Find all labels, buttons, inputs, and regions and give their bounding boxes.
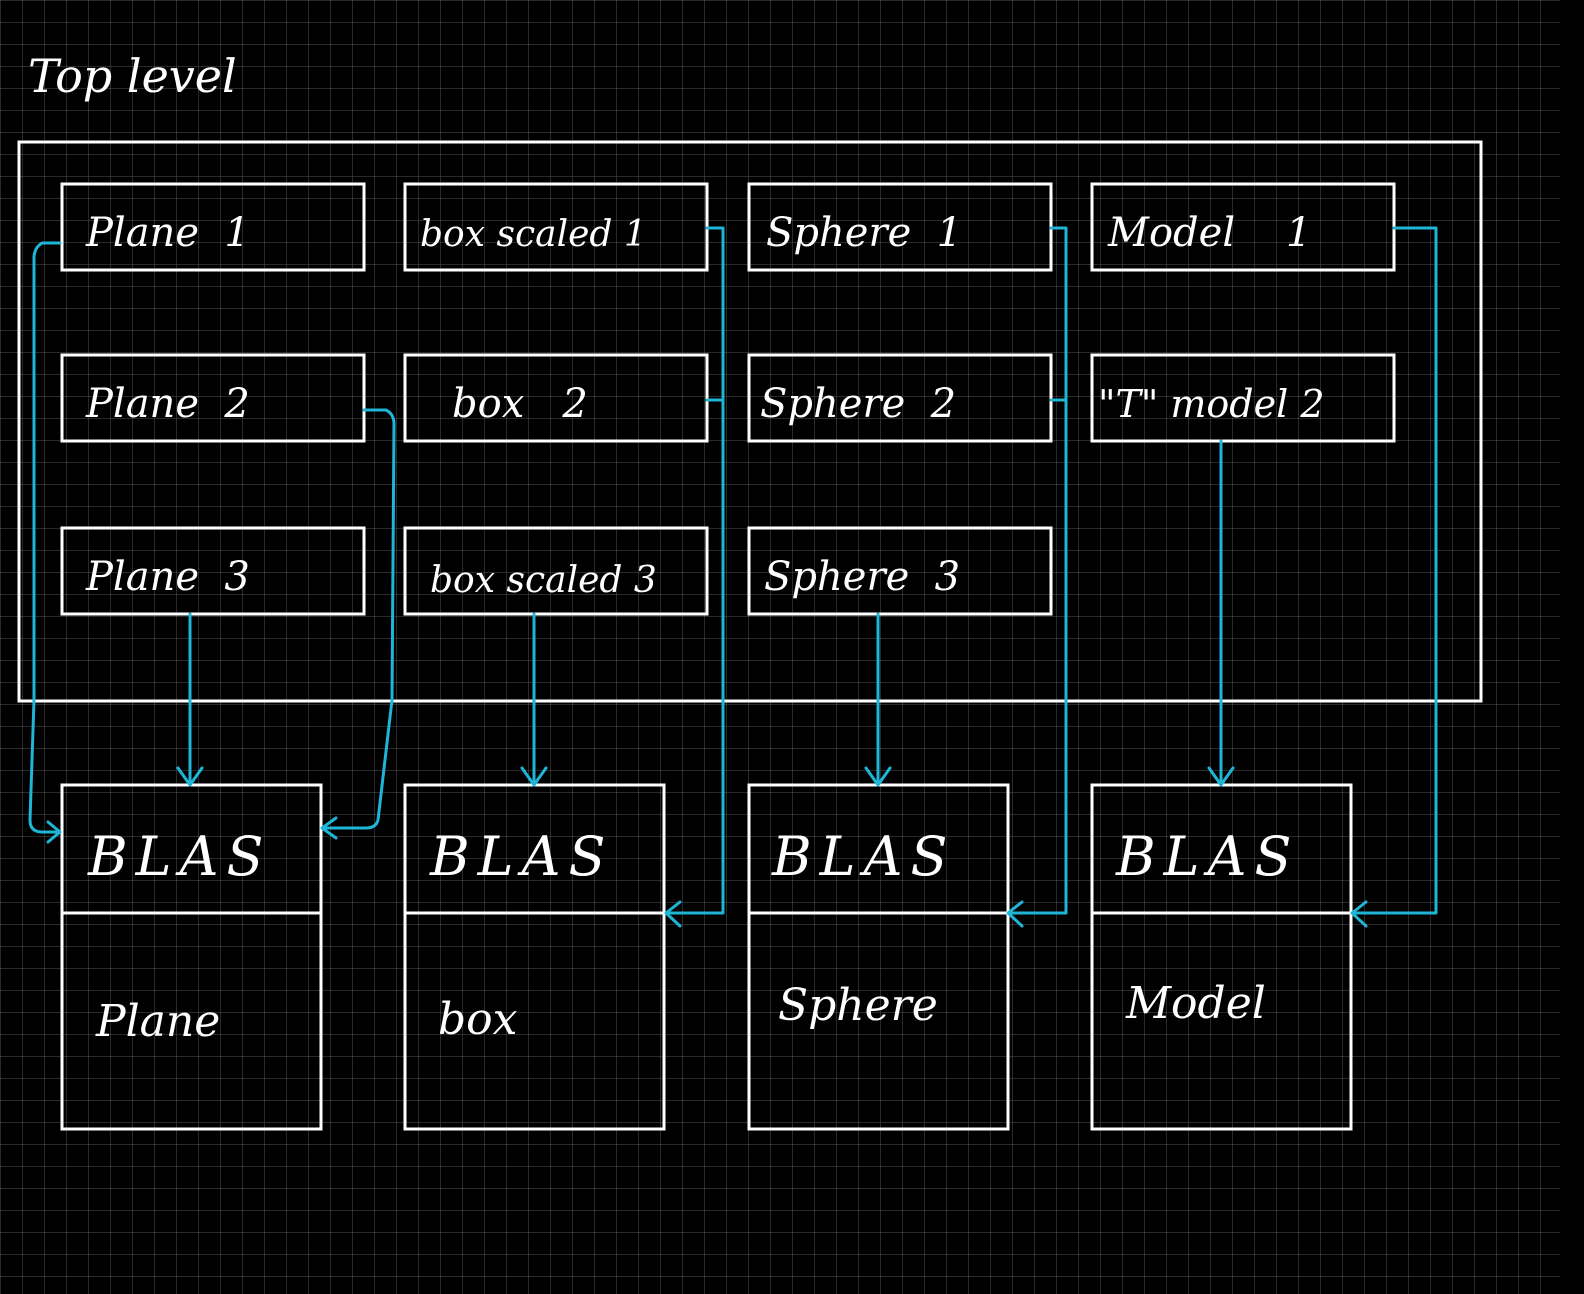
blas-name: Model: [1125, 978, 1266, 1029]
arrowhead-t-model-2: [1207, 766, 1235, 787]
instance-sphere-2: Sphere 2: [747, 353, 1053, 443]
instance-label: Sphere 3: [764, 554, 960, 600]
arrow-plane-1: [28, 241, 62, 834]
instance-sphere-3: Sphere 3: [747, 526, 1053, 616]
blas-name: Plane: [95, 996, 220, 1047]
arrowhead-plane-2: [320, 816, 338, 840]
arrow-model-1: [1352, 226, 1438, 915]
instance-label: box scaled 3: [430, 560, 657, 601]
instance-label: "T" model 2: [1098, 382, 1325, 426]
instance-label: box 2: [452, 381, 588, 427]
blas-header: BLAS: [1115, 825, 1300, 888]
arrowhead-plane-3: [176, 766, 204, 787]
instance-plane-3: Plane 3: [60, 526, 366, 616]
arrow-sphere-1: [1008, 226, 1068, 915]
blas-plane: BLAS Plane: [60, 783, 323, 1131]
blas-model: BLAS Model: [1090, 783, 1353, 1131]
arrow-plane-2: [322, 408, 396, 830]
instance-label: Model 1: [1107, 210, 1311, 256]
instance-label: box scaled 1: [420, 214, 647, 255]
blas-name: box: [438, 994, 518, 1045]
arrowhead-box: [664, 900, 682, 928]
blas-header: BLAS: [87, 825, 272, 888]
arrowhead-plane-1: [46, 820, 62, 844]
instance-label: Plane 1: [85, 210, 250, 256]
blas-header: BLAS: [429, 825, 614, 888]
instance-model-1: Model 1: [1090, 182, 1396, 272]
blas-name: Sphere: [778, 980, 938, 1031]
instance-label: Plane 3: [85, 554, 250, 600]
instance-plane-1: Plane 1: [60, 182, 366, 272]
diagram-title: Top level: [28, 49, 237, 103]
instance-label: Sphere 2: [760, 381, 956, 427]
instance-box-scaled-1: box scaled 1: [403, 182, 709, 272]
instance-box-2: box 2: [403, 353, 709, 443]
arrowhead-sphere: [1006, 900, 1024, 928]
instance-t-model-2: "T" model 2: [1090, 353, 1396, 443]
blas-sphere: BLAS Sphere: [747, 783, 1010, 1131]
instance-label: Plane 2: [85, 381, 250, 427]
arrows: [28, 226, 1438, 928]
top-level-container: [17, 140, 1483, 703]
blas-header: BLAS: [771, 825, 956, 888]
instance-label: Sphere 1: [766, 210, 962, 256]
arrowhead-model-1: [1350, 900, 1368, 928]
arrowhead-box-scaled-3: [520, 766, 548, 787]
instance-plane-2: Plane 2: [60, 353, 366, 443]
instance-box-scaled-3: box scaled 3: [403, 526, 709, 616]
arrowhead-sphere-3: [864, 766, 892, 787]
arrow-box-scaled-1: [666, 226, 725, 915]
